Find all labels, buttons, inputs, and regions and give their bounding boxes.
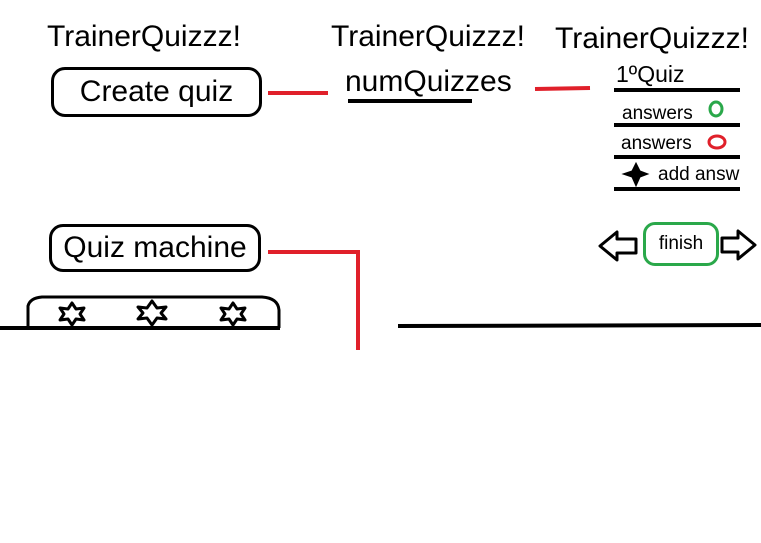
arrow-right-icon[interactable] [720, 229, 757, 261]
star-icon[interactable] [136, 299, 168, 327]
wrong-answer-icon [707, 134, 727, 150]
screen1-title: TrainerQuizzz! [47, 20, 241, 53]
connector-numquizzes-to-quiz [534, 86, 591, 91]
star-icon[interactable] [219, 301, 247, 327]
quiz-label: 1ºQuiz [616, 61, 685, 87]
answer-label-1[interactable]: answers [622, 103, 693, 124]
machine-tray [26, 295, 281, 328]
screen2-title: TrainerQuizzz! [331, 20, 525, 53]
num-quizzes-label: numQuizzes [345, 65, 512, 98]
create-quiz-button[interactable]: Create quiz [51, 67, 262, 117]
arrow-left-icon[interactable] [598, 230, 638, 262]
add-answer-label[interactable]: add answ [658, 164, 740, 185]
star-icon[interactable] [58, 301, 86, 327]
answer-label-2[interactable]: answers [621, 133, 692, 154]
connector-quiz-machine [268, 250, 360, 350]
add-answer-icon[interactable] [621, 161, 650, 188]
finish-button[interactable]: finish [643, 222, 719, 266]
screen3-title: TrainerQuizzz! [555, 22, 749, 55]
quiz-machine-button[interactable]: Quiz machine [49, 224, 261, 272]
correct-answer-icon [708, 100, 724, 118]
ground-line-right [397, 323, 761, 328]
